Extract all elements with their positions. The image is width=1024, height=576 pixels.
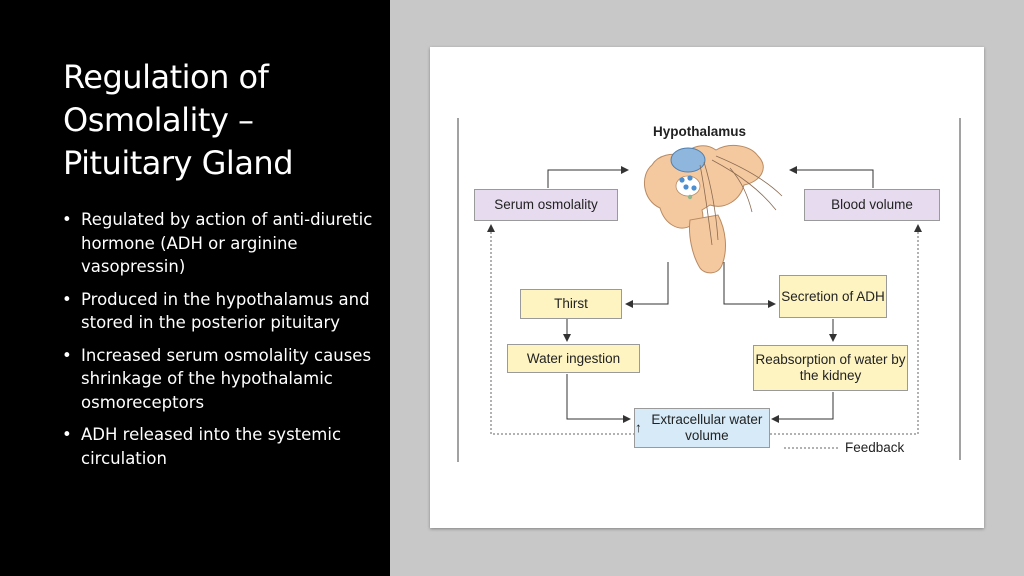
extracellular-water-box: ↑ Extracellular water volume [634, 408, 770, 448]
slide-text-panel: Regulation of Osmolality – Pituitary Gla… [0, 0, 390, 576]
bullet-list: Regulated by action of anti-diuretic hor… [61, 208, 381, 479]
arrow-hypothalamus-to-adh [723, 262, 776, 308]
hypothalamus-illustration [644, 144, 783, 274]
title-line-3: Pituitary Gland [63, 144, 294, 182]
bullet-item: Increased serum osmolality causes shrink… [61, 344, 381, 415]
arrow-hypothalamus-to-thirst [625, 262, 669, 308]
blood-volume-box: Blood volume [804, 189, 940, 221]
bullet-item: Regulated by action of anti-diuretic hor… [61, 208, 381, 279]
arrow-reabsorption-to-extracellular [771, 392, 834, 423]
secretion-adh-box: Secretion of ADH [779, 275, 887, 318]
reabsorption-box: Reabsorption of water by the kidney [753, 345, 908, 391]
serum-osmolality-box: Serum osmolality [474, 189, 618, 221]
hypothalamus-label: Hypothalamus [653, 124, 747, 139]
bullet-item: Produced in the hypothalamus and stored … [61, 288, 381, 335]
arrow-blood-to-hypothalamus [789, 166, 874, 188]
title-line-2: Osmolality – [63, 101, 254, 139]
increase-arrow-icon: ↑ [635, 420, 642, 435]
thirst-box: Thirst [520, 289, 622, 319]
water-ingestion-box: Water ingestion [507, 344, 640, 373]
arrow-water-to-extracellular [566, 374, 631, 423]
arrow-serum-to-hypothalamus [547, 166, 629, 188]
feedback-label: Feedback [845, 440, 905, 455]
slide-title: Regulation of Osmolality – Pituitary Gla… [63, 56, 383, 185]
bullet-item: ADH released into the systemic circulati… [61, 423, 381, 470]
feedback-to-blood [770, 224, 922, 435]
feedback-to-serum [487, 224, 635, 435]
title-line-1: Regulation of [63, 58, 269, 96]
extracellular-label: Extracellular water volume [651, 412, 763, 443]
